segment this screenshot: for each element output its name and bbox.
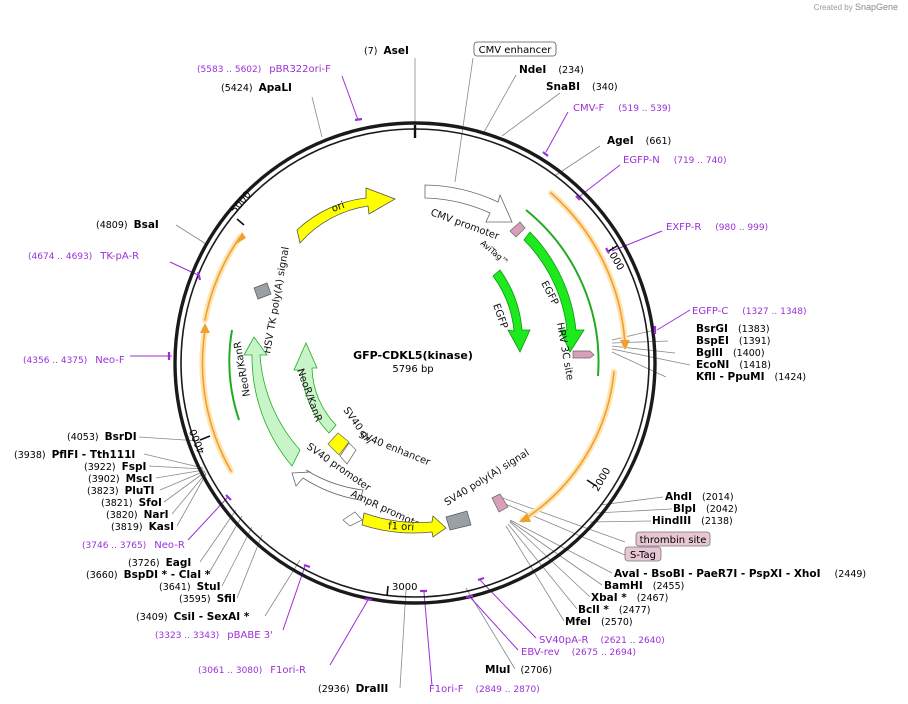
site-bcli[interactable]: BclI *(2477) [578,604,650,616]
primer-neo-r[interactable]: (3746 .. 3765)Neo-R [82,540,185,551]
egfp-outer-feature[interactable] [523,231,585,353]
stag-feature[interactable] [491,493,509,513]
thrombin-site-box[interactable] [635,531,711,547]
primer-egfp-c[interactable]: EGFP-C(1327 .. 1348) [692,306,807,317]
site-ndei[interactable]: NdeI(234) [519,64,584,76]
egfp-inner-feature[interactable] [492,269,531,353]
site-hindiii[interactable]: HindIII(2138) [652,515,733,527]
site-bsai[interactable]: (4809)BsaI [96,219,159,231]
hrv3c-feature[interactable] [572,350,595,359]
sv40-promoter-feature[interactable] [291,469,364,501]
egfp-inner-label: EGFP [490,302,509,330]
primer-neo-f[interactable]: (4356 .. 4375)Neo-F [23,355,125,366]
site-econi[interactable]: EcoNI(1418) [696,359,771,371]
site-mlui[interactable]: MluI(2706) [485,664,552,676]
stag-label: S-Tag [630,550,656,561]
site-bsrdi[interactable]: (4053)BsrDI [67,431,137,443]
primer-egfp-n[interactable]: EGFP-N(719 .. 740) [623,155,727,166]
primer-marks [167,117,657,602]
f1-ori-feature[interactable] [361,512,447,538]
green-orf-lines [228,209,600,421]
site-sfoi[interactable]: (3821)SfoI [101,497,162,509]
cmv-enhancer-box[interactable] [473,41,557,57]
site-eagi[interactable]: (3726)EagI [128,557,191,569]
site-msci[interactable]: (3902)MscI [88,473,152,485]
created-by-credit: Created by SnapGene [814,2,898,12]
ampr-promoter-feature[interactable] [342,511,363,527]
thrombin-site-label: thrombin site [640,535,707,546]
neokanr-outer-feature[interactable] [243,336,301,467]
avitag-feature[interactable] [509,221,526,238]
site-nari[interactable]: (3820)NarI [106,509,169,521]
cmv-promoter-feature[interactable] [424,184,513,223]
primer-pbr322ori-f[interactable]: (5583 .. 5602)pBR322ori-F [197,64,331,75]
plasmid-length: 5796 bp [392,364,433,375]
site-mfei[interactable]: MfeI(2570) [565,616,633,628]
tick-label-2000: 2000 [591,466,613,494]
site-bsrgi[interactable]: BsrGI(1383) [696,323,770,335]
primer-cmv-f[interactable]: CMV-F(519 .. 539) [573,103,671,114]
site-avai[interactable]: AvaI - BsoBI - PaeR7I - PspXI - XhoI(244… [614,568,866,580]
tick-label-5000: 5000 [229,189,254,216]
backbone-outer [173,121,657,605]
restriction-sites: (7)AseI NdeI(234) SnaBI(340) AgeI(661) (… [14,45,866,695]
hsv-tk-polya-feature[interactable] [253,282,272,300]
site-asei[interactable]: (7)AseI [364,45,409,57]
site-snabi[interactable]: SnaBI(340) [546,81,618,93]
orf-arrowheads [200,232,630,522]
scale-ticks [199,218,618,597]
site-agei[interactable]: AgeI(661) [607,135,671,147]
ori-feature[interactable] [296,187,396,244]
site-blpi[interactable]: BlpI(2042) [673,503,738,515]
cmv-enhancer-label: CMV enhancer [479,45,553,56]
sv40-enhancer-feature[interactable] [339,442,357,465]
sv40-polya-label: SV40 poly(A) signal [443,447,532,508]
snapgene-brand: SnapGene [854,2,898,12]
primer-tk-pa-r[interactable]: (4674 .. 4693)TK-pA-R [28,251,139,262]
primer-f1ori-r[interactable]: (3061 .. 3080)F1ori-R [198,665,306,676]
site-ahdi[interactable]: AhdI(2014) [665,491,734,503]
site-kfli[interactable]: KflI - PpuMI(1424) [696,371,806,383]
site-stui[interactable]: (3641)StuI [159,581,221,593]
primer-exfp-r[interactable]: EXFP-R(980 .. 999) [666,222,768,233]
sv40-ori-feature[interactable] [327,432,350,456]
primer-pbabe3[interactable]: (3323 .. 3343)pBABE 3' [155,630,273,641]
sv40-enhancer-label: SV40 enhancer [357,430,433,469]
f1-ori-label: f1 ori [388,521,415,533]
neokanr-inner-feature[interactable] [293,342,337,434]
tick-label-3000: 3000 [392,582,417,593]
site-kasi[interactable]: (3819)KasI [111,521,174,533]
ori-label: ori [330,200,346,215]
primer-sv40pa-r[interactable]: SV40pA-R(2621 .. 2640) [539,635,665,646]
primer-ebv-rev[interactable]: EBV-rev(2675 .. 2694) [521,647,636,658]
primer-labels: (5583 .. 5602)pBR322ori-F CMV-F(519 .. 5… [23,64,807,695]
hsv-tk-polya-label: HSV TK poly(A) signal [262,246,292,355]
sv40-polya-feature[interactable] [445,510,472,531]
site-sfii[interactable]: (3595)SfiI [179,593,236,605]
stag-box[interactable] [624,546,662,562]
site-bspei[interactable]: BspEI(1391) [696,335,770,347]
site-draiii[interactable]: (2936)DraIII [318,683,388,695]
site-pluti[interactable]: (3823)PluTI [87,485,154,497]
site-pflfi[interactable]: (3938)PflFI - Tth111I [14,449,135,461]
site-bglii[interactable]: BglII(1400) [696,347,765,359]
site-fspi[interactable]: (3922)FspI [84,461,146,473]
site-xbai[interactable]: XbaI *(2467) [591,592,668,604]
credit-prefix: Created by [813,3,853,12]
plasmid-title: GFP-CDKL5(kinase) [353,349,473,362]
orf-arcs [199,190,628,523]
site-bspdi[interactable]: (3660)BspDI * - ClaI * [86,569,211,581]
primer-f1ori-f[interactable]: F1ori-F(2849 .. 2870) [429,684,540,695]
site-csii[interactable]: (3409)CsiI - SexAI * [136,611,250,623]
avitag-label: AviTag™ [479,239,510,267]
site-bamhi[interactable]: BamHI(2455) [604,580,684,592]
site-apali[interactable]: (5424)ApaLI [221,82,292,94]
